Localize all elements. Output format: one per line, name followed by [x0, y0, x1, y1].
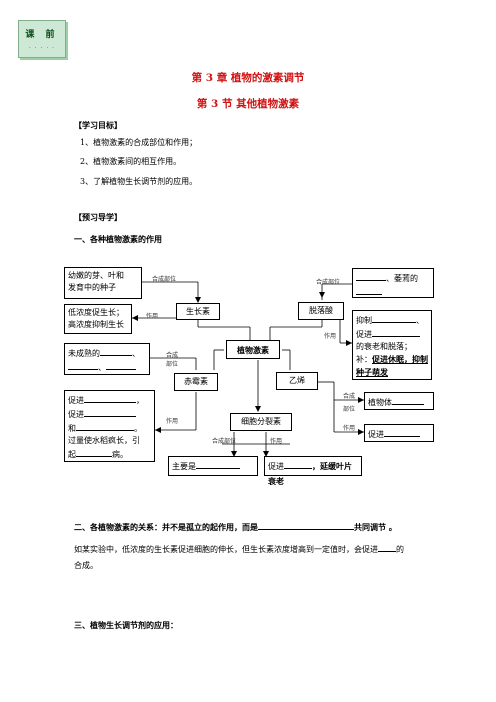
ethylene-action-label: 作用: [343, 425, 356, 432]
objective-item: 2、植物激素间的相互作用。: [80, 157, 182, 166]
gibberellin-action-line: 过量使水稻疯长，引: [68, 436, 140, 445]
gibberellin-node: 赤霉素: [174, 373, 218, 391]
cytokinin-source-text: 主要是: [172, 462, 196, 471]
objective-item: 1、植物激素的合成部位和作用；: [80, 138, 198, 147]
gibberellin-action-line: 和: [68, 424, 76, 433]
ethylene-source-text: 植物体: [368, 398, 392, 407]
gibberellin-action-label: 作用: [166, 418, 179, 425]
abscisic-node: 脱落酸: [298, 302, 344, 320]
auxin-action-label: 作用: [146, 313, 159, 320]
auxin-source-line: 幼嫩的芽、叶和: [68, 271, 124, 280]
cytokinin-action-label: 作用: [270, 438, 283, 445]
section-title: 第 3 节 其他植物激素: [196, 98, 300, 110]
gibberellin-action-box: 促进， 促进 和。 过量使水稻疯长，引 起病。: [64, 390, 155, 462]
abscisic-action-prefix: 补：: [356, 355, 372, 364]
abscisic-action-line: 抑制: [356, 316, 372, 325]
part1-heading: 一、各种植物激素的作用: [74, 234, 162, 244]
gibberellin-synth-label: 部位: [166, 361, 179, 368]
cytokinin-action-box: 促进，延缓叶片衰老: [264, 456, 362, 486]
gibberellin-action-line: 促进: [68, 396, 84, 405]
objective-item: 3、了解植物生长调节剂的应用。: [80, 177, 198, 186]
auxin-action-line: 高浓度抑制生长: [68, 320, 124, 329]
part2-heading: 二、各植物激素的关系：并不是孤立的起作用，而是共同调节 。: [74, 522, 397, 532]
part3-heading: 三、植物生长调节剂的应用：: [74, 620, 178, 630]
auxin-node: 生长素: [176, 303, 220, 320]
part2-body: 合成。: [74, 561, 98, 570]
gibberellin-source-box: 未成熟的、 、: [64, 343, 150, 375]
auxin-action-line: 低浓度促生长；: [68, 308, 124, 317]
abscisic-source-text: 、萎蔫的: [386, 274, 418, 283]
ethylene-node: 乙烯: [276, 372, 318, 390]
abscisic-action-bold: 种子萌发: [356, 367, 388, 377]
abscisic-action-line: 的衰老和脱落；: [356, 342, 412, 351]
badge-label: 课 前: [25, 30, 59, 40]
lesson-badge: 课 前 . . . . .: [18, 20, 66, 58]
cytokinin-node: 细胞分裂素: [230, 413, 292, 431]
ethylene-synth-label: 合成: [343, 393, 356, 400]
objectives-heading: 【学习目标】: [74, 120, 122, 130]
abscisic-synth-label: 合成部位: [316, 279, 341, 286]
cytokinin-synth-label: 合成部位: [212, 438, 237, 445]
chapter-title: 第 3 章 植物的激素调节: [191, 72, 305, 84]
cytokinin-action-bold: ，延缓叶片衰老: [268, 461, 352, 486]
ethylene-synth-label: 部位: [343, 406, 356, 413]
cytokinin-source-box: 主要是: [168, 456, 258, 476]
auxin-action-box: 低浓度促生长； 高浓度抑制生长: [64, 304, 132, 334]
center-node: 植物激素: [226, 340, 280, 359]
gibberellin-action-line: 病。: [112, 450, 128, 459]
ethylene-source-box: 植物体: [364, 392, 434, 410]
auxin-source-line: 发育中的种子: [68, 283, 116, 292]
cytokinin-action-text: 促进: [268, 462, 284, 471]
abscisic-source-box: 、萎蔫的: [352, 268, 434, 298]
abscisic-action-line: 促进: [356, 330, 372, 339]
gibberellin-source-text: 未成熟的: [68, 349, 100, 358]
ethylene-action-text: 促进: [368, 430, 384, 439]
auxin-synth-label: 合成部位: [152, 276, 177, 283]
abscisic-action-box: 抑制、 促进 的衰老和脱落； 补：促进休眠，抑制 种子萌发: [352, 310, 432, 380]
preview-heading: 【预习导学】: [74, 212, 122, 222]
ethylene-action-box: 促进: [364, 424, 434, 442]
abscisic-action-label: 作用: [324, 333, 337, 340]
gibberellin-action-line: 促进: [68, 410, 84, 419]
abscisic-action-bold: 促进休眠，抑制: [372, 354, 428, 364]
badge-dots: . . . . .: [28, 43, 56, 50]
part2-body: 如某实验中，低浓度的生长素促进细胞的伸长，但生长素浓度增高到一定值时，会促进的: [74, 542, 404, 555]
auxin-source-box: 幼嫩的芽、叶和 发育中的种子: [64, 267, 142, 299]
gibberellin-synth-label: 合成: [166, 352, 179, 359]
